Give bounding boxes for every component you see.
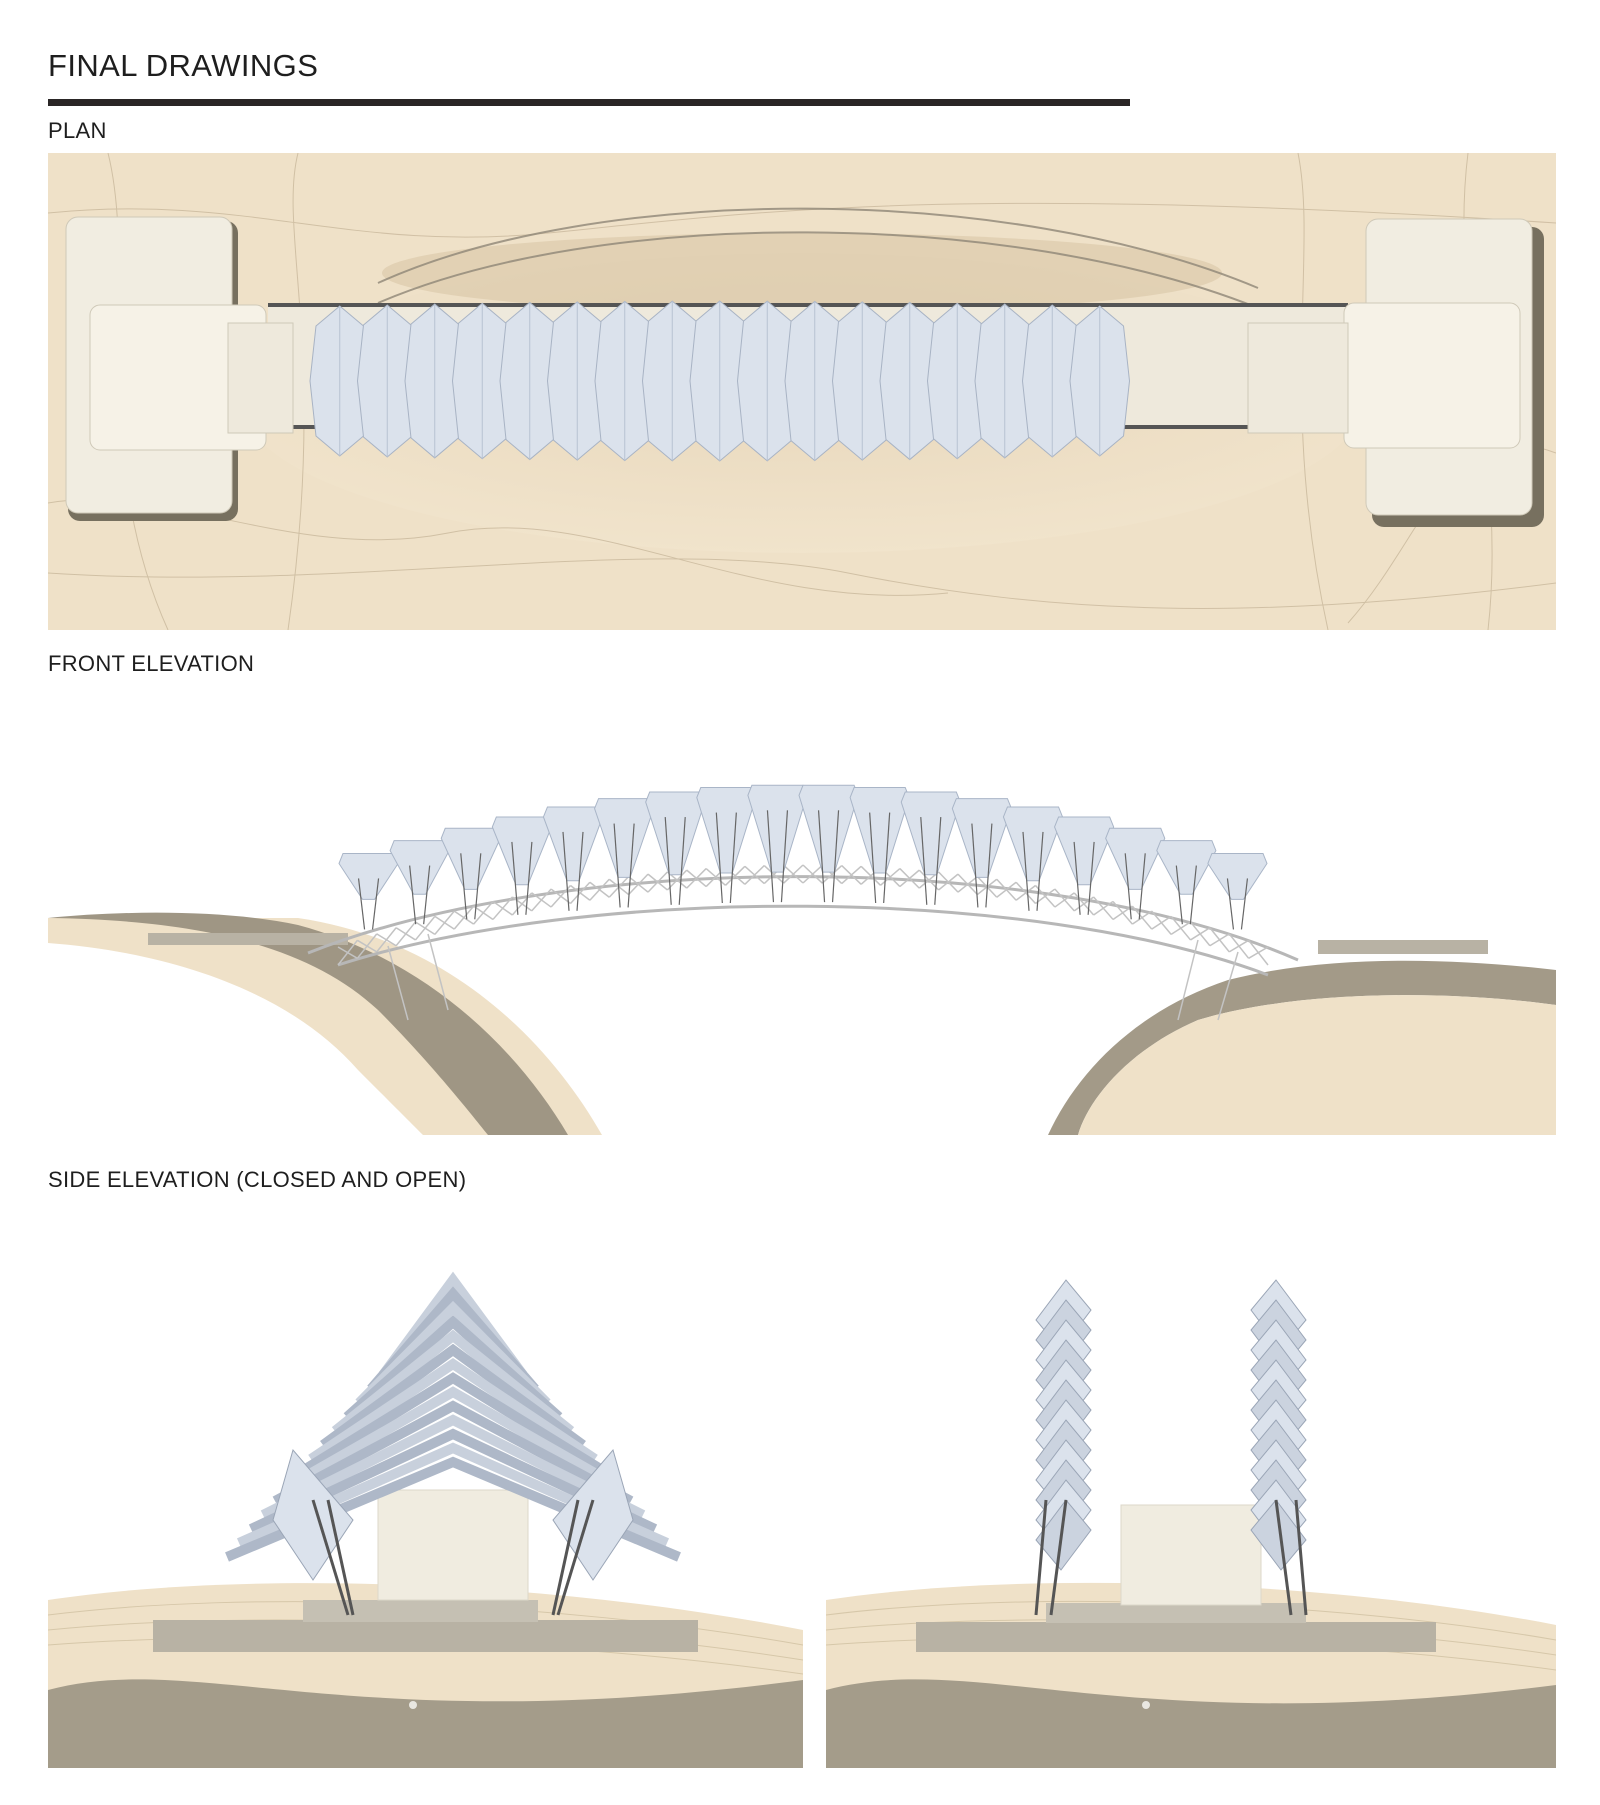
front-canopy-module bbox=[747, 784, 808, 873]
front-canopy-module bbox=[696, 787, 757, 874]
closed-canopy-blade bbox=[320, 1343, 586, 1450]
front-canopy-module bbox=[440, 827, 501, 890]
closed-canopy-blade bbox=[284, 1386, 622, 1492]
closed-canopy-blade bbox=[260, 1414, 646, 1520]
front-canopy-module bbox=[849, 787, 910, 874]
plan-drawing bbox=[48, 153, 1556, 630]
open-canopy bbox=[1034, 1279, 1308, 1616]
front-elevation-label: FRONT ELEVATION bbox=[48, 651, 255, 676]
front-canopy-module bbox=[1207, 852, 1268, 900]
front-elevation-drawing bbox=[48, 690, 1556, 1135]
side-elevation-open bbox=[826, 1270, 1556, 1768]
front-canopy-module bbox=[798, 784, 859, 873]
front-canopy-modules bbox=[338, 784, 1268, 930]
front-canopy-module bbox=[491, 816, 552, 886]
closed-canopy-blade bbox=[296, 1372, 610, 1478]
front-canopy-module bbox=[951, 798, 1012, 878]
closed-canopy-blade bbox=[343, 1315, 563, 1421]
open-canopy-blade bbox=[1250, 1499, 1307, 1571]
plan-canopy-modules bbox=[309, 300, 1131, 462]
closed-canopy-blade bbox=[272, 1400, 634, 1506]
front-canopy-module bbox=[1156, 840, 1217, 895]
front-canopy-module bbox=[645, 791, 706, 876]
front-canopy-module bbox=[338, 852, 399, 900]
closed-canopy bbox=[225, 1271, 681, 1616]
front-canopy-module bbox=[1105, 827, 1166, 890]
front-canopy-module bbox=[542, 806, 604, 882]
side-elevation-label: SIDE ELEVATION (CLOSED AND OPEN) bbox=[48, 1167, 467, 1192]
front-canopy-module bbox=[389, 840, 450, 895]
side-elevation-closed bbox=[48, 1270, 803, 1768]
closed-canopy-blade bbox=[308, 1357, 598, 1464]
front-canopy-module bbox=[1002, 806, 1064, 882]
front-canopy-module bbox=[594, 798, 655, 878]
page-title: FINAL DRAWINGS bbox=[48, 48, 319, 83]
title-underline bbox=[48, 99, 1130, 106]
closed-canopy-blade bbox=[331, 1329, 575, 1435]
front-canopy-module bbox=[1054, 816, 1115, 886]
open-canopy-blade bbox=[1035, 1499, 1092, 1571]
front-canopy-module bbox=[900, 791, 961, 876]
closed-canopy-blade bbox=[355, 1300, 551, 1407]
plan-label: PLAN bbox=[48, 118, 107, 143]
